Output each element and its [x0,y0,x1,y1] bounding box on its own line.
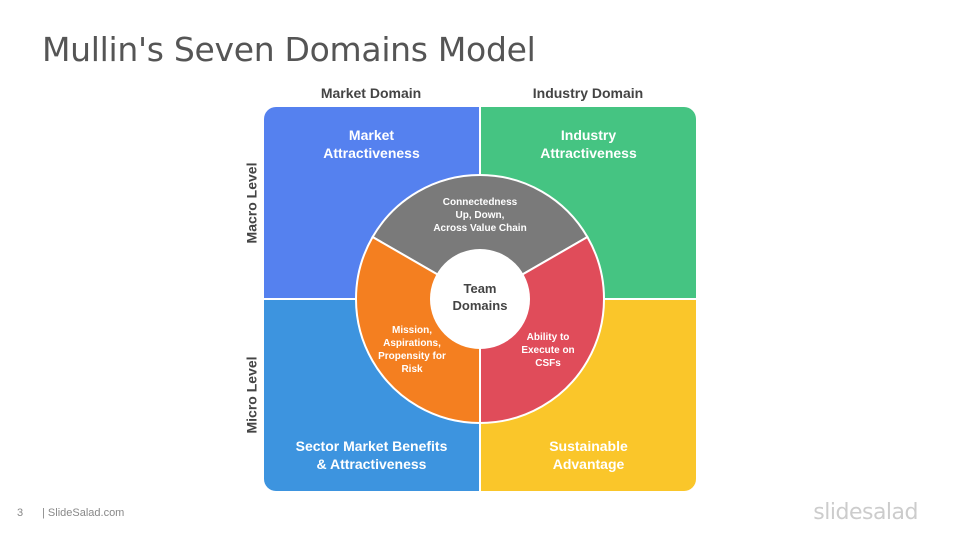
quadrant-label: Industry Attractiveness [540,127,637,161]
wheel-center-circle [430,249,530,349]
quadrant-label: Market Attractiveness [323,127,420,161]
segment-label-ability-to-execute: Ability to Execute on CSFs [521,332,575,369]
page-title: Mullin's Seven Domains Model [42,30,536,69]
page-number: 3 [17,507,24,519]
footer-site: | SlideSalad.com [42,507,125,519]
column-label-industry-domain: Industry Domain [532,85,644,101]
segment-label-mission: Mission, Aspirations, Propensity for Ris… [378,325,446,375]
column-label-market-domain: Market Domain [320,85,422,101]
quadrant-label: Sector Market Benefits & Attractiveness [295,438,448,472]
brand-logo: slidesalad [813,500,918,525]
wheel-center-label: Team Domains [452,281,508,313]
segment-label-connectedness: Connectedness Up, Down, Across Value Cha… [433,197,527,234]
quadrant-label: Sustainable Advantage [549,438,628,472]
